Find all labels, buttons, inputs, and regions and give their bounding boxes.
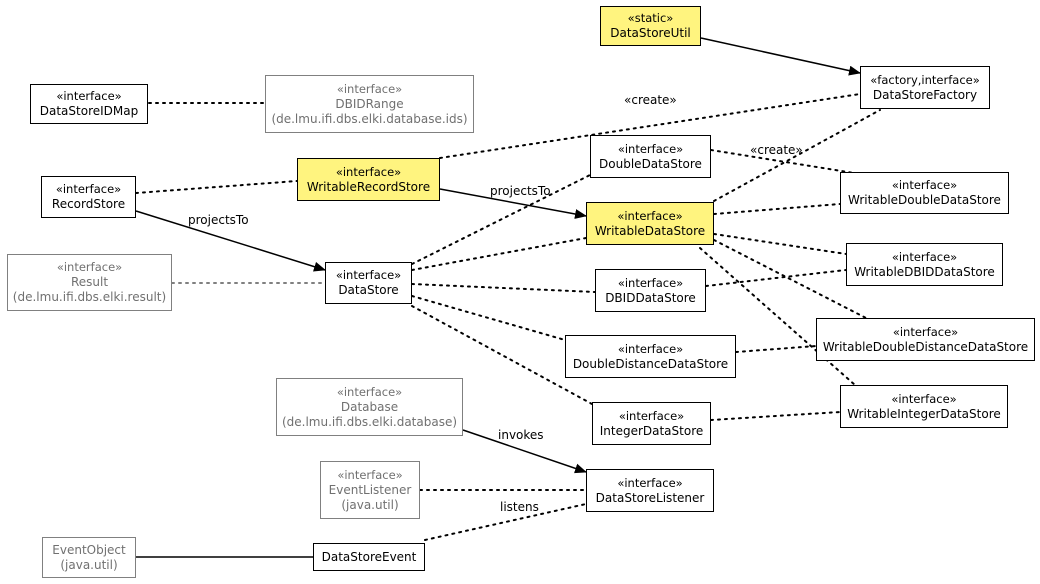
- class-name: DoubleDataStore: [599, 156, 702, 171]
- class-node-recordstore[interactable]: «interface» RecordStore: [41, 176, 136, 218]
- class-name: WritableDataStore: [594, 223, 706, 238]
- stereotype-label: «interface»: [617, 275, 684, 290]
- stereotype-label: «interface»: [55, 182, 122, 196]
- edge-datastoreutil-datastorefactory: [700, 37, 861, 76]
- edge-label-projectsto-datastore: projectsTo: [188, 213, 249, 227]
- edge-label-create-factory: «create»: [624, 93, 677, 107]
- class-name: WritableDoubleDataStore: [848, 193, 1001, 207]
- stereotype-label: «static»: [627, 11, 674, 25]
- edge-writabledatastore-writabledoubledistance: [713, 239, 867, 319]
- edge-writablerecordstore-datastorefactory: [439, 93, 861, 159]
- stereotype-label: «interface»: [56, 260, 123, 274]
- stereotype-label: «interface»: [336, 81, 403, 96]
- class-name: DataStoreUtil: [610, 26, 691, 40]
- class-node-datastoreevent[interactable]: DataStoreEvent: [313, 543, 425, 571]
- class-node-datastoreidmap[interactable]: «interface» DataStoreIDMap: [30, 84, 148, 124]
- edge-datastore-integerdatastore: [411, 305, 593, 405]
- stereotype-label: «interface»: [892, 324, 959, 339]
- stereotype-label: «interface»: [617, 141, 684, 156]
- class-node-datastorefactory[interactable]: «factory,interface» DataStoreFactory: [860, 66, 990, 109]
- edge-dbiddatastore-writabledbiddatastore: [705, 269, 847, 287]
- class-node-dbidrange[interactable]: «interface» DBIDRange (de.lmu.ifi.dbs.el…: [265, 75, 474, 133]
- stereotype-label: «interface»: [617, 475, 683, 490]
- class-node-writabledatastore[interactable]: «interface» WritableDataStore: [586, 202, 714, 245]
- class-node-datastore[interactable]: «interface» DataStore: [325, 262, 412, 304]
- class-name: RecordStore: [51, 197, 126, 211]
- edge-datastore-doubledatastore: [411, 174, 591, 265]
- edge-recordstore-writablerecordstore: [135, 180, 298, 194]
- stereotype-label: «interface»: [336, 384, 403, 399]
- class-name: WritableRecordStore: [306, 179, 431, 194]
- edge-datastoreevent-datastorelistener: [424, 503, 587, 541]
- class-node-integerdatastore[interactable]: «interface» IntegerDataStore: [592, 402, 711, 445]
- edge-label-create-double: «create»: [750, 143, 803, 157]
- edge-datastore-dbiddatastore: [411, 283, 596, 293]
- edge-writablerecordstore-writabledatastore: [439, 188, 587, 219]
- stereotype-label: «interface»: [335, 268, 402, 282]
- class-name: DataStore: [338, 283, 399, 297]
- class-name: DataStoreListener: [595, 490, 705, 505]
- edge-writabledatastore-writabledbiddatastore: [713, 233, 847, 255]
- class-name: WritableDoubleDistanceDataStore: [822, 339, 1029, 354]
- stereotype-label: «interface»: [337, 467, 403, 482]
- class-node-doubledatastore[interactable]: «interface» DoubleDataStore: [590, 135, 711, 178]
- class-node-writabledoubledistancedatastore[interactable]: «interface» WritableDoubleDistanceDataSt…: [816, 318, 1035, 361]
- class-node-datastorelistener[interactable]: «interface» DataStoreListener: [586, 469, 714, 512]
- edge-label-listens: listens: [500, 500, 539, 514]
- stereotype-label: «factory,interface»: [870, 72, 980, 87]
- class-name: Database: [340, 399, 399, 414]
- stereotype-label: «interface»: [56, 89, 122, 103]
- package-label: (java.util): [60, 557, 118, 572]
- class-node-dbiddatastore[interactable]: «interface» DBIDDataStore: [595, 269, 706, 312]
- class-name: DataStoreEvent: [321, 549, 417, 564]
- class-node-eventobject[interactable]: EventObject (java.util): [42, 537, 136, 578]
- edge-datastore-writabledatastore: [411, 237, 587, 271]
- package-label: (de.lmu.ifi.dbs.elki.database): [281, 414, 458, 429]
- class-name: DBIDRange: [335, 96, 404, 111]
- edge-label-projectsto-writable: projectsTo: [490, 184, 551, 198]
- class-name: WritableDBIDDataStore: [854, 264, 995, 279]
- edge-label-invokes: invokes: [498, 428, 544, 442]
- package-label: (de.lmu.ifi.dbs.elki.result): [12, 290, 167, 304]
- class-node-writabledbiddatastore[interactable]: «interface» WritableDBIDDataStore: [846, 243, 1003, 286]
- class-name: DBIDDataStore: [605, 290, 696, 305]
- class-name: DataStoreFactory: [872, 87, 978, 102]
- class-name: WritableIntegerDataStore: [847, 406, 1001, 421]
- edge-datastore-doubledistancedatastore: [411, 295, 566, 341]
- edge-integerdatastore-writableintegerdatastore: [710, 411, 841, 421]
- class-node-writabledoubledatastore[interactable]: «interface» WritableDoubleDataStore: [840, 172, 1009, 214]
- class-node-eventlistener[interactable]: «interface» EventListener (java.util): [320, 461, 420, 519]
- class-name: DataStoreIDMap: [39, 104, 139, 118]
- class-node-writablerecordstore[interactable]: «interface» WritableRecordStore: [297, 158, 440, 201]
- edge-doubledatastore-writabledoubledatastore: [710, 149, 861, 175]
- class-node-doubledistancedatastore[interactable]: «interface» DoubleDistanceDataStore: [565, 335, 736, 378]
- package-label: (de.lmu.ifi.dbs.elki.database.ids): [271, 111, 468, 126]
- class-node-result[interactable]: «interface» Result (de.lmu.ifi.dbs.elki.…: [7, 254, 172, 311]
- stereotype-label: «interface»: [891, 178, 958, 192]
- class-name: DoubleDistanceDataStore: [572, 356, 729, 371]
- edge-recordstore-datastore: [135, 210, 326, 272]
- class-name: IntegerDataStore: [599, 423, 704, 438]
- class-name: Result: [70, 275, 109, 289]
- package-label: (java.util): [341, 497, 399, 512]
- edge-doubledistance-writabledoubledistance: [735, 345, 817, 353]
- edge-writabledatastore-writableintegerdatastore: [699, 247, 856, 386]
- stereotype-label: «interface»: [891, 249, 958, 264]
- stereotype-label: «interface»: [335, 164, 402, 179]
- edge-writabledatastore-writabledoubledatastore: [713, 203, 841, 215]
- class-name: EventListener: [328, 482, 412, 497]
- stereotype-label: «interface»: [617, 341, 684, 356]
- stereotype-label: «interface»: [891, 391, 957, 406]
- class-name: EventObject: [52, 542, 126, 557]
- stereotype-label: «interface»: [617, 208, 683, 223]
- class-node-datastoreutil[interactable]: «static» DataStoreUtil: [600, 6, 701, 46]
- stereotype-label: «interface»: [618, 408, 685, 423]
- edge-database-datastorelistener: [462, 429, 587, 474]
- class-node-database[interactable]: «interface» Database (de.lmu.ifi.dbs.elk…: [276, 378, 463, 436]
- class-node-writableintegerdatastore[interactable]: «interface» WritableIntegerDataStore: [840, 385, 1008, 428]
